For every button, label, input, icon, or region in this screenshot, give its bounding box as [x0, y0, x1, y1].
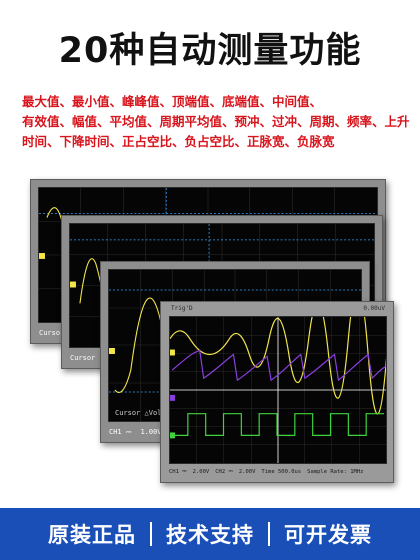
- scope-2-cursor-label: Cursor: [70, 354, 96, 362]
- scope-4-status: CH1 ⎓ 2.00V CH2 ⎓ 2.00V Time 500.0us Sam…: [169, 465, 387, 479]
- feature-line-1: 最大值、最小值、峰峰值、顶端值、底端值、中间值、: [22, 94, 323, 109]
- bottom-divider-2: [268, 522, 270, 546]
- bottom-banner: 原装正品 技术支持 可开发票: [0, 508, 420, 560]
- scope-4-ch2-scale: 2.00V: [238, 469, 256, 475]
- scope-4-ch1-scale: 2.00V: [192, 469, 210, 475]
- bottom-divider-1: [150, 522, 152, 546]
- scope-4-ch2-label: CH2 ⎓: [215, 468, 233, 475]
- headline: 20种自动测量功能: [58, 31, 362, 71]
- scope-2-status: Cursor: [70, 351, 95, 365]
- scope-screen-4: [169, 316, 387, 464]
- scope-4-ch1-label: CH1 ⎓: [169, 468, 187, 475]
- scope-3-cursor-mode-icon: △: [144, 409, 149, 417]
- scope-4-sample-rate: Sample Rate: 1MHz: [307, 469, 364, 475]
- scope-4-topbar: Trig'D 0.00uV: [169, 304, 387, 315]
- feature-line-3: 时间、下降时间、正占空比、负占空比、正脉宽、负脉宽: [22, 134, 335, 149]
- scope-1-status: Cursor: [39, 326, 64, 340]
- scope-3-status: CH1 ⎓ 1.00V: [109, 425, 162, 439]
- scope-3-cursor-label: Cursor: [115, 409, 141, 417]
- feature-line-2: 有效值、幅值、平均值、周期平均值、预冲、过冲、周期、频率、上升: [22, 114, 410, 129]
- oscilloscope-screenshot-4: Trig'D 0.00uV CH1 ⎓ 2.00V CH2 ⎓ 2.: [160, 301, 394, 483]
- feature-list: 最大值、最小值、峰峰值、顶端值、底端值、中间值、 有效值、幅值、平均值、周期平均…: [22, 92, 410, 152]
- scope-4-trigger-status: Trig'D: [171, 305, 193, 312]
- scope-display-4: [170, 317, 386, 463]
- scope-3-ch1-scale: 1.00V: [140, 428, 162, 436]
- bottom-item-invoice: 可开发票: [284, 523, 372, 547]
- scope-4-trigger-level: 0.00uV: [363, 305, 385, 312]
- scope-3-ch1-label: CH1 ⎓: [109, 427, 132, 436]
- bottom-item-support: 技术支持: [166, 523, 254, 547]
- scope-4-timebase: Time 500.0us: [261, 469, 302, 475]
- bottom-item-genuine: 原装正品: [48, 523, 136, 547]
- scope-1-cursor-label: Cursor: [39, 329, 65, 337]
